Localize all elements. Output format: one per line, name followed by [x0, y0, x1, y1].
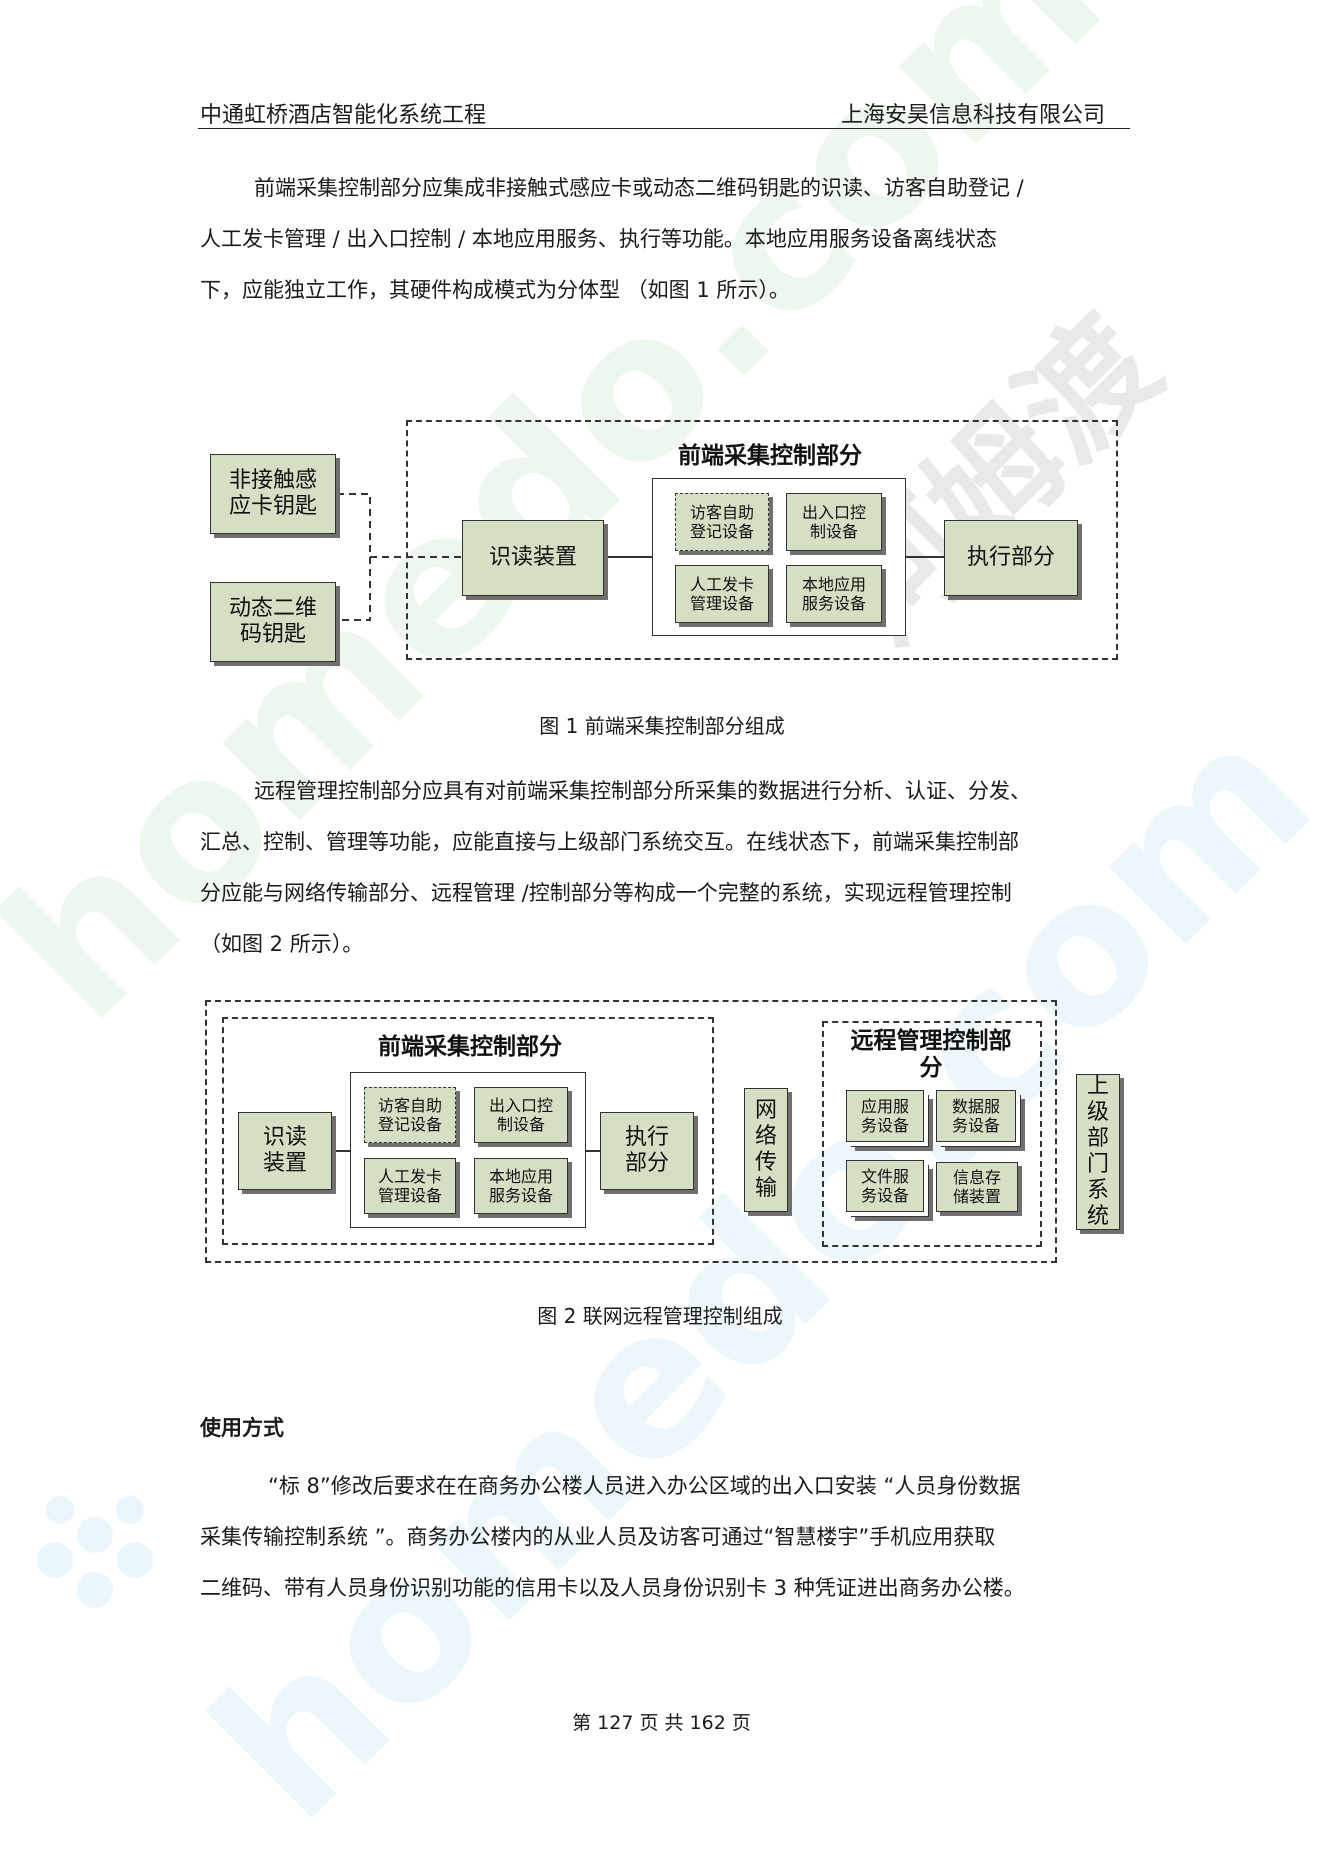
file-server-label: 文件服务设备 [860, 1167, 909, 1205]
usage-heading: 使用方式 [200, 1416, 284, 1440]
manual-card-box: 人工发卡管理设备 [675, 565, 769, 623]
upper-dept-box: 上级部门系统 [1076, 1074, 1120, 1230]
system-frame [205, 1000, 1057, 1263]
data-server-label: 数据服务设备 [951, 1097, 1000, 1135]
app-server-box: 应用服务设备 [846, 1090, 924, 1142]
manual-card-label-2: 人工发卡管理设备 [377, 1167, 442, 1205]
key-card-box: 非接触感应卡钥匙 [210, 454, 336, 534]
paragraph-line: 下，应能独立工作，其硬件构成模式为分体型 （如图 1 所示）。 [200, 278, 790, 302]
page-number: 第 127 页 共 162 页 [572, 1712, 751, 1734]
entry-control-label-2: 出入口控制设备 [488, 1096, 553, 1134]
reader-label: 识读装置 [488, 545, 577, 570]
local-service-label-2: 本地应用服务设备 [488, 1167, 553, 1205]
figure-2-caption: 图 2 联网远程管理控制组成 [537, 1304, 783, 1328]
usage-paragraph: “标 8”修改后要求在在商务办公楼人员进入办公区域的出入口安装 “人员身份数据 … [200, 1461, 1110, 1614]
storage-label: 信息存储装置 [952, 1168, 1001, 1206]
network-box: 网络传输 [744, 1088, 788, 1212]
paragraph-line: 远程管理控制部分应具有对前端采集控制部分所采集的数据进行分析、认证、分发、 [254, 779, 1031, 803]
storage-box: 信息存储装置 [936, 1162, 1018, 1212]
visitor-register-label-2: 访客自助登记设备 [377, 1096, 442, 1134]
qr-key-label: 动态二维码钥匙 [228, 596, 317, 647]
paragraph-1: 前端采集控制部分应集成非接触式感应卡或动态二维码钥匙的识读、访客自助登记 / 人… [200, 163, 1110, 316]
paragraph-line: 分应能与网络传输部分、远程管理 /控制部分等构成一个完整的系统，实现远程管理控制 [200, 881, 1012, 905]
paragraph-line: （如图 2 所示）。 [200, 932, 364, 956]
paragraph-line: “标 8”修改后要求在在商务办公楼人员进入办公区域的出入口安装 “人员身份数据 [268, 1474, 1021, 1498]
local-service-box: 本地应用服务设备 [786, 565, 882, 623]
entry-control-box-2: 出入口控制设备 [474, 1087, 568, 1143]
app-server-label: 应用服务设备 [860, 1097, 909, 1135]
visitor-register-box-2: 访客自助登记设备 [364, 1087, 456, 1143]
manual-card-box-2: 人工发卡管理设备 [364, 1158, 456, 1214]
file-server-box: 文件服务设备 [846, 1160, 924, 1212]
manual-card-label: 人工发卡管理设备 [689, 575, 754, 613]
remote-control-title: 远程管理控制部分 [850, 1028, 1012, 1081]
front-control-frame-2 [222, 1017, 714, 1245]
qr-key-box: 动态二维码钥匙 [210, 582, 336, 662]
visitor-register-box: 访客自助登记设备 [675, 493, 769, 551]
local-service-box-2: 本地应用服务设备 [474, 1158, 568, 1214]
front-control-title: 前端采集控制部分 [678, 443, 862, 469]
figure-1-caption: 图 1 前端采集控制部分组成 [539, 714, 785, 738]
front-control-frame [406, 420, 1118, 660]
network-label: 网络传输 [755, 1098, 778, 1201]
header-rule [198, 128, 1130, 129]
executor-label-2: 执行部分 [624, 1125, 669, 1176]
header-right: 上海安昊信息科技有限公司 [840, 103, 1105, 128]
paragraph-line: 汇总、控制、管理等功能，应能直接与上级部门系统交互。在线状态下，前端采集控制部 [200, 830, 1019, 854]
visitor-register-label: 访客自助登记设备 [689, 503, 754, 541]
executor-box: 执行部分 [944, 520, 1078, 596]
key-card-label: 非接触感应卡钥匙 [228, 468, 317, 519]
paragraph-2: 远程管理控制部分应具有对前端采集控制部分所采集的数据进行分析、认证、分发、 汇总… [200, 766, 1110, 970]
reader-box: 识读装置 [462, 520, 604, 596]
front-control-title-2: 前端采集控制部分 [378, 1034, 562, 1060]
reader-box-2: 识读装置 [238, 1112, 332, 1190]
executor-label: 执行部分 [966, 545, 1055, 570]
paragraph-line: 人工发卡管理 / 出入口控制 / 本地应用服务、执行等功能。本地应用服务设备离线… [200, 227, 997, 251]
reader-label-2: 识读装置 [262, 1125, 307, 1176]
remote-control-frame [822, 1021, 1042, 1247]
header-left: 中通虹桥酒店智能化系统工程 [200, 103, 487, 128]
executor-box-2: 执行部分 [600, 1112, 694, 1190]
upper-dept-label: 上级部门系统 [1087, 1074, 1110, 1229]
paragraph-line: 前端采集控制部分应集成非接触式感应卡或动态二维码钥匙的识读、访客自助登记 / [254, 176, 1024, 200]
paragraph-line: 二维码、带有人员身份识别功能的信用卡以及人员身份识别卡 3 种凭证进出商务办公楼… [200, 1576, 1025, 1600]
entry-control-label: 出入口控制设备 [801, 503, 866, 541]
data-server-box: 数据服务设备 [936, 1090, 1016, 1142]
local-service-label: 本地应用服务设备 [801, 575, 866, 613]
entry-control-box: 出入口控制设备 [786, 493, 882, 551]
paragraph-line: 采集传输控制系统 ”。商务办公楼内的从业人员及访客可通过“智慧楼宇”手机应用获取 [200, 1525, 996, 1549]
